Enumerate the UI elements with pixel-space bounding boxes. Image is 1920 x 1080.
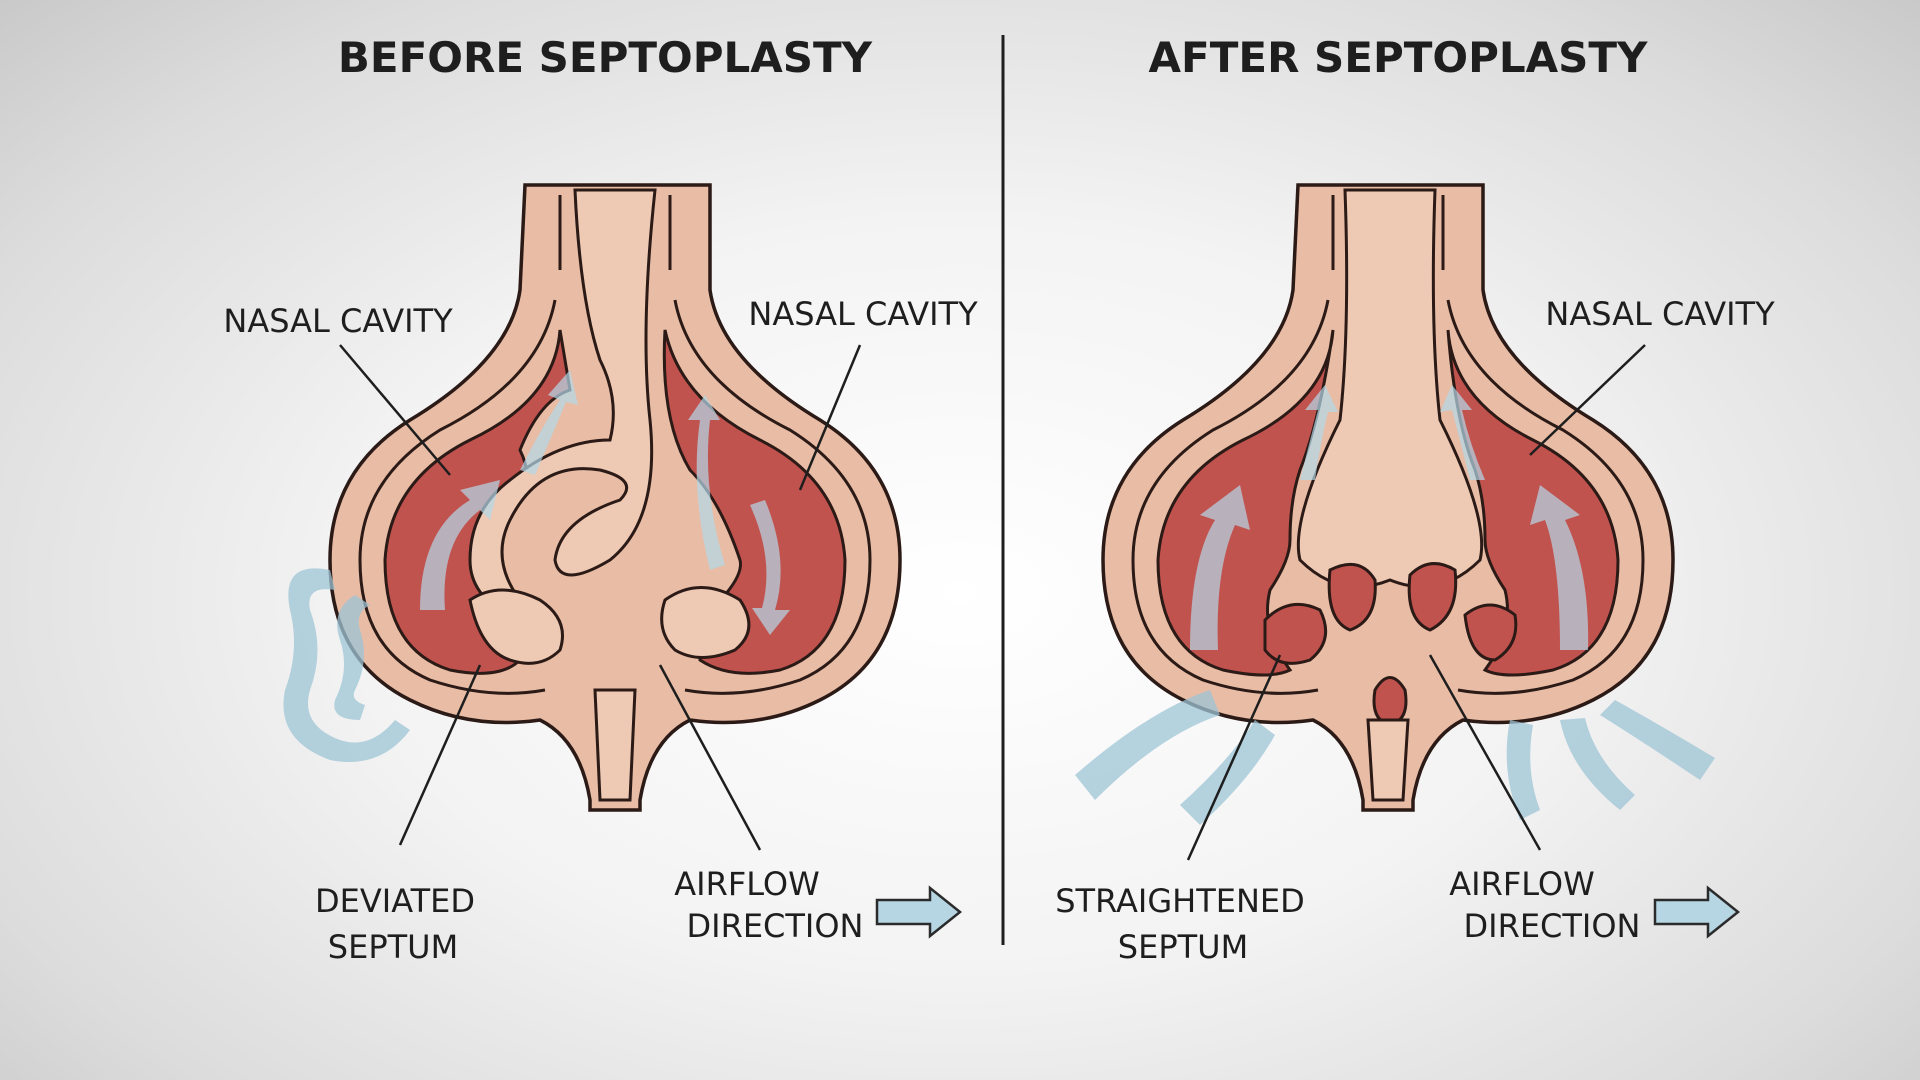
before-flow-right-up	[688, 395, 725, 570]
before-flow-left	[420, 480, 500, 610]
after-columella	[1366, 718, 1410, 802]
straightened-septum	[1296, 188, 1484, 589]
after-nose-inner-ring	[1131, 299, 1645, 695]
after-airflow-arrow-icon	[1653, 885, 1741, 939]
before-right-turbinate	[660, 586, 751, 659]
before-label-septum-1: DEVIATED	[315, 882, 475, 920]
after-panel: AFTER SEPTOPLASTY NASAL CA	[1055, 33, 1775, 966]
before-panel: BEFORE SEPTOPLASTY NASAL CAVITY	[223, 33, 978, 966]
before-leader-nasal-right	[798, 344, 862, 491]
before-label-airflow-2: DIRECTION	[687, 907, 864, 945]
before-airflow-arrow-icon	[875, 885, 963, 939]
after-flow-right-main	[1530, 485, 1589, 650]
before-title: BEFORE SEPTOPLASTY	[338, 33, 873, 82]
after-columella-base	[1372, 676, 1408, 727]
before-upper-lines	[558, 195, 672, 270]
after-airflow-stream-left-1	[1075, 690, 1220, 800]
after-label-airflow-2: DIRECTION	[1464, 907, 1641, 945]
before-label-septum-2: SEPTUM	[328, 928, 458, 966]
after-airflow-stream-right-1	[1506, 720, 1540, 820]
after-right-turbinate	[1463, 603, 1518, 662]
deviated-septum	[468, 188, 657, 623]
after-flow-right-up	[1440, 385, 1485, 480]
before-left-turbinate	[468, 588, 564, 665]
after-left-turbinate	[1263, 602, 1328, 665]
after-leader-nasal-right	[1529, 344, 1646, 456]
after-title: AFTER SEPTOPLASTY	[1149, 33, 1649, 82]
before-flow-right-down	[750, 500, 790, 635]
after-label-airflow-1: AIRFLOW	[1449, 865, 1594, 903]
before-label-nasal-left: NASAL CAVITY	[223, 302, 453, 340]
after-label-nasal-right: NASAL CAVITY	[1545, 295, 1775, 333]
after-flow-left-main	[1190, 485, 1250, 650]
after-flow-left-up	[1300, 385, 1338, 480]
after-inner-left-lobe	[1327, 562, 1377, 632]
before-nose-inner-ring	[358, 299, 872, 695]
before-leader-septum	[398, 664, 482, 846]
after-airflow-stream-right-3	[1600, 700, 1715, 780]
before-blocked-airflow	[283, 568, 410, 762]
before-label-airflow-1: AIRFLOW	[674, 865, 819, 903]
after-leader-airflow	[1428, 654, 1542, 851]
after-airflow-stream-right-2	[1560, 718, 1635, 810]
before-flow-left-up	[520, 370, 578, 475]
before-columella	[593, 688, 637, 802]
after-label-septum-2: SEPTUM	[1118, 928, 1248, 966]
after-label-septum-1: STRAIGHTENED	[1055, 882, 1305, 920]
before-blocked-airflow-2	[334, 595, 370, 720]
before-leader-nasal-left	[339, 344, 451, 476]
after-upper-lines	[1331, 195, 1445, 270]
before-leader-airflow	[658, 664, 762, 851]
after-leader-septum	[1186, 654, 1282, 861]
after-inner-right-lobe	[1407, 562, 1458, 632]
before-label-nasal-right: NASAL CAVITY	[748, 295, 978, 333]
